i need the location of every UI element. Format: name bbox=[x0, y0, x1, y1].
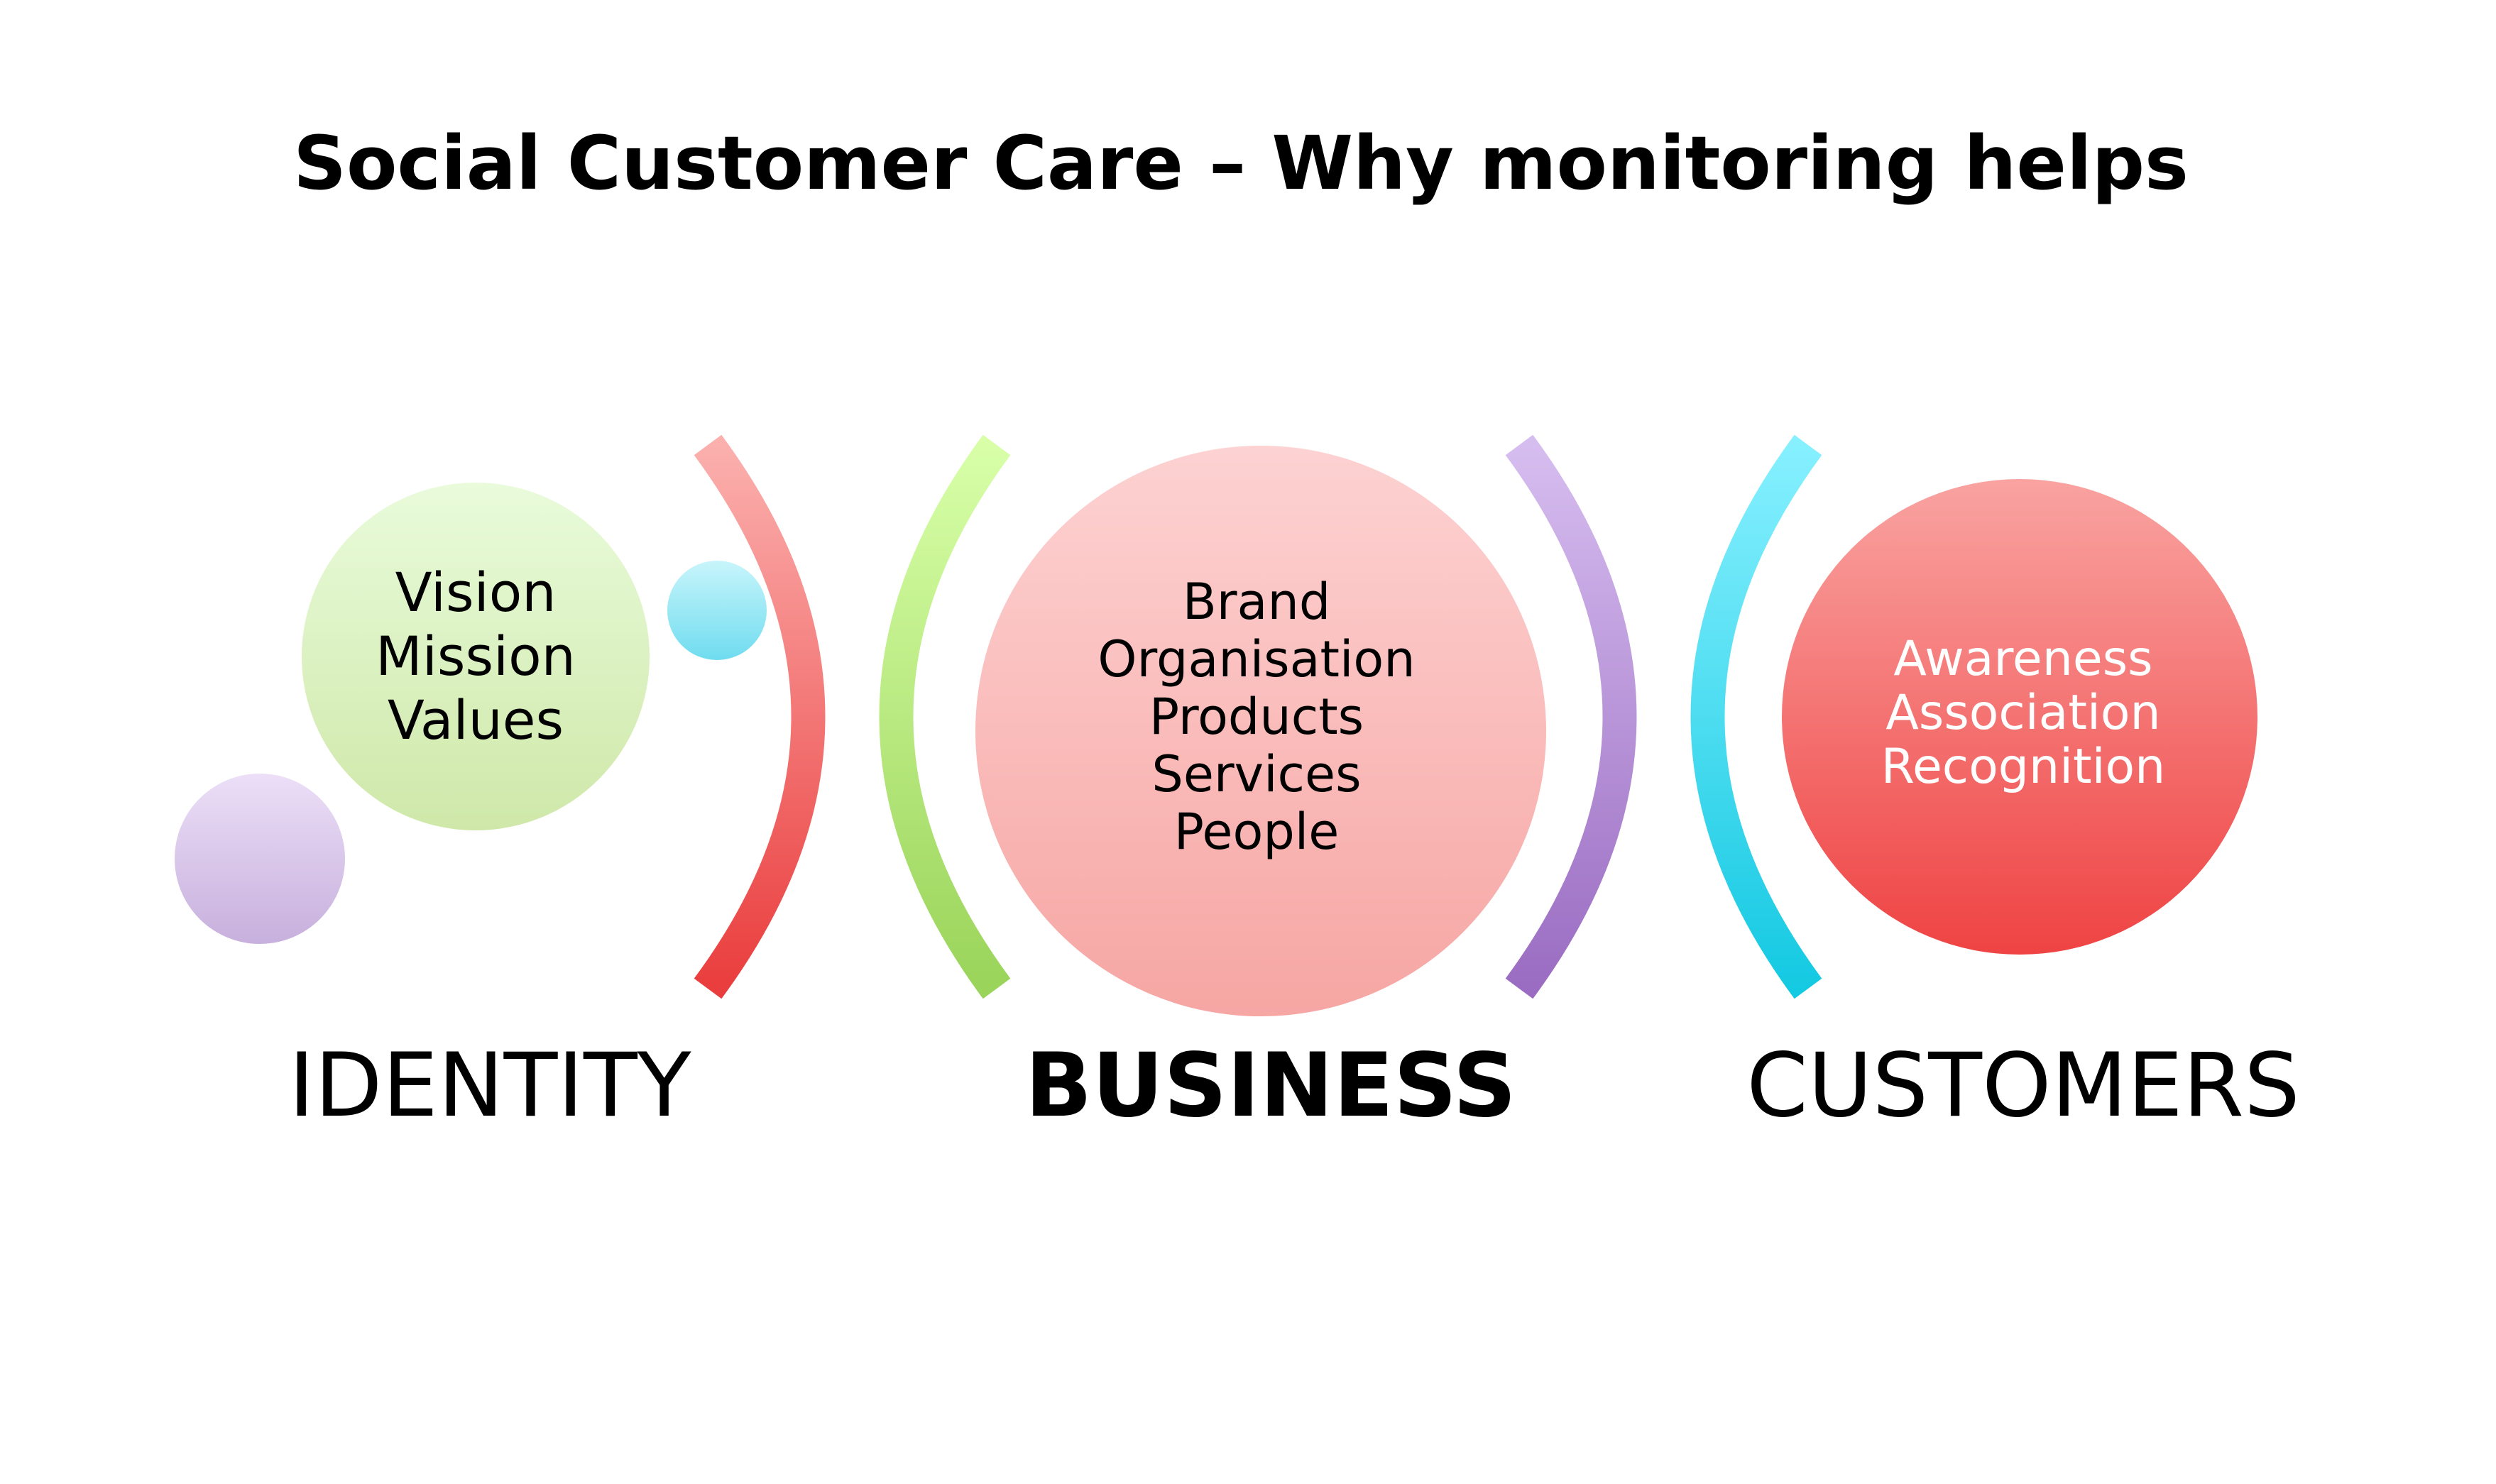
customers-circle bbox=[1782, 479, 2257, 955]
purple-arc bbox=[1505, 434, 1637, 999]
small-purple-circle bbox=[175, 774, 345, 944]
customers-line: Awareness bbox=[1893, 631, 2153, 687]
identity-line: Values bbox=[387, 688, 564, 752]
customers-line: Association bbox=[1885, 685, 2161, 741]
identity-label: IDENTITY bbox=[288, 1035, 691, 1137]
green-arc bbox=[879, 434, 1011, 999]
business-line: Products bbox=[1149, 687, 1364, 746]
customers-label: CUSTOMERS bbox=[1746, 1035, 2300, 1137]
cyan-arc bbox=[1690, 434, 1822, 999]
identity-line: Mission bbox=[376, 625, 576, 688]
identity-line: Vision bbox=[395, 561, 557, 624]
business-circle bbox=[975, 446, 1546, 1016]
business-circle-text: Brand Organisation Products Services Peo… bbox=[973, 546, 1540, 887]
business-label: BUSINESS bbox=[1024, 1035, 1517, 1137]
identity-circle bbox=[302, 483, 650, 830]
business-line: People bbox=[1173, 802, 1340, 861]
customers-circle-text: Awareness Association Recognition bbox=[1775, 568, 2272, 859]
small-cyan-circle bbox=[667, 561, 767, 660]
business-line: Brand bbox=[1182, 572, 1331, 631]
customers-line: Recognition bbox=[1881, 739, 2166, 795]
slide-title: Social Customer Care – Why monitoring he… bbox=[293, 120, 2189, 207]
business-line: Services bbox=[1151, 744, 1362, 803]
identity-circle-text: Vision Mission Values bbox=[298, 490, 653, 823]
business-line: Organisation bbox=[1098, 630, 1416, 688]
red-arc bbox=[694, 434, 826, 999]
